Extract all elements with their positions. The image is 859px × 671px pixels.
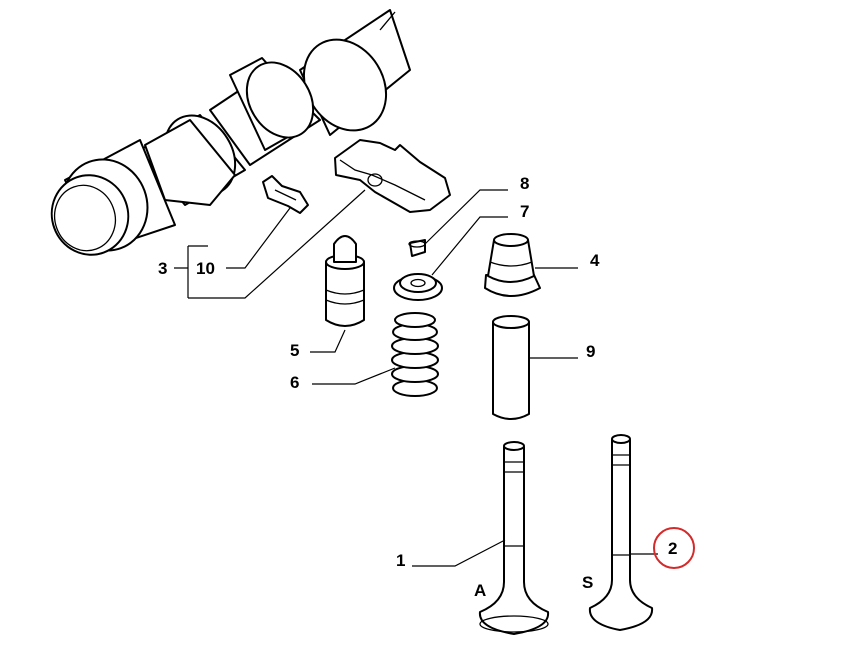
label-intake: A	[474, 581, 486, 600]
rocker-arm	[334, 139, 451, 213]
label-7: 7	[520, 202, 529, 221]
label-3: 3	[158, 259, 167, 278]
hydraulic-tappet	[325, 235, 365, 327]
label-10: 10	[196, 259, 215, 278]
label-exhaust: S	[582, 573, 593, 592]
leader-10	[226, 207, 291, 269]
valve-guide	[492, 315, 530, 420]
leader-1	[412, 539, 506, 567]
label-2: 2	[668, 539, 677, 558]
leader-6	[312, 367, 396, 385]
label-1: 1	[396, 551, 405, 570]
label-6: 6	[290, 373, 299, 392]
leader-7	[431, 216, 508, 276]
camshaft	[50, 9, 411, 256]
highlight-circle	[653, 527, 695, 569]
leader-8	[424, 189, 508, 245]
valve-keeper	[408, 239, 426, 257]
part-labels: 1 2 3 4 5 6 7 8 9 10 A S	[158, 174, 677, 600]
label-4: 4	[590, 251, 600, 270]
spring-retainer	[393, 273, 443, 301]
leader-lines	[174, 189, 658, 567]
valve-stem-seal	[484, 233, 541, 297]
label-8: 8	[520, 174, 529, 193]
leader-3-bracket	[174, 189, 366, 299]
label-5: 5	[290, 341, 299, 360]
exhaust-valve	[588, 434, 654, 631]
label-9: 9	[586, 342, 595, 361]
valve-spring	[391, 312, 439, 397]
retaining-clip	[262, 175, 309, 214]
intake-valve	[478, 441, 550, 635]
leader-5	[310, 329, 346, 353]
